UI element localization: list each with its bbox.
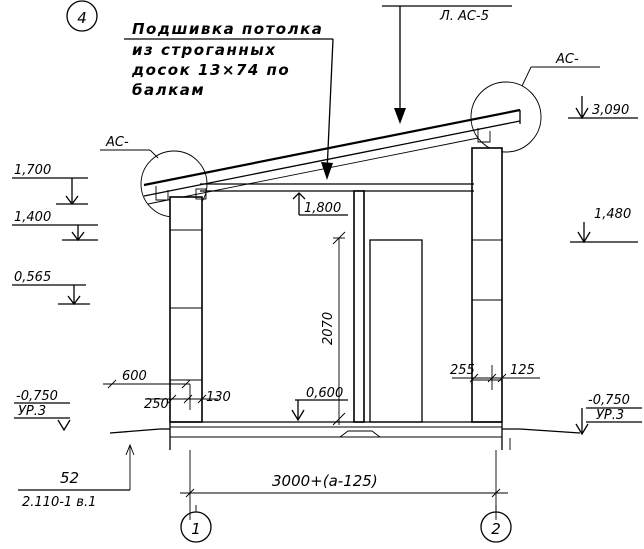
level-minus0750-left: -0,750 УР.3 (14, 389, 71, 432)
ur3-right-label: УР.3 (596, 408, 624, 423)
level-1480-label: 1,480 (594, 207, 631, 222)
note-line-2: из строганных (132, 41, 277, 59)
level-minus0750-left-label: -0,750 (16, 389, 58, 404)
left-wall (169, 188, 207, 423)
floor (109, 421, 581, 450)
level-0600-label: 0,600 (306, 386, 343, 401)
dim-600: 600 (103, 369, 191, 389)
dim-130-label: 130 (206, 390, 231, 405)
level-1700: 1,700 (12, 163, 88, 206)
right-wall (471, 147, 503, 423)
dim-2070: 2070 (321, 231, 346, 426)
level-1800: 1,800 (292, 192, 348, 216)
level-minus0750-right: -0,750 УР.3 (575, 393, 642, 436)
level-0600: 0,600 (291, 386, 348, 422)
note-line-3: досок 13×74 по (131, 61, 290, 79)
sheet-number-marker: 4 (66, 0, 98, 32)
level-1480: 1,480 (570, 207, 638, 244)
callout-right: АС- (470, 52, 600, 153)
level-1800-label: 1,800 (304, 201, 341, 216)
partition (353, 190, 365, 423)
dim-250-130: 250 130 (144, 384, 231, 412)
ceiling-note: Подшивка потолка из строганных досок 13×… (124, 20, 334, 180)
level-minus0750-right-label: -0,750 (588, 393, 630, 408)
top-ref-label: Л. АС-5 (439, 9, 489, 24)
note-line-4: балкам (132, 81, 205, 99)
roof (143, 108, 521, 205)
level-1700-label: 1,700 (14, 163, 51, 178)
level-3090-label: 3,090 (592, 103, 629, 118)
ref-bottom-label: 2.110-1 в.1 (22, 495, 96, 510)
axis-marker-2: 2 (480, 505, 512, 543)
dim-255-label: 255 (450, 363, 475, 378)
ur3-left-label: УР.3 (18, 404, 46, 419)
dim-span: 3000+(а-125) (180, 450, 508, 520)
level-0565-label: 0,565 (14, 270, 51, 285)
ceiling-beam (200, 183, 474, 192)
dim-2070-label: 2070 (321, 312, 336, 345)
axis-2-label: 2 (491, 520, 501, 538)
level-0565: 0,565 (12, 270, 90, 306)
door (369, 239, 423, 423)
axis-marker-1: 1 (180, 505, 212, 543)
level-3090: 3,090 (568, 96, 638, 120)
ref-fraction: 52 2.110-1 в.1 (18, 443, 135, 510)
note-line-1: Подшивка потолка (132, 20, 323, 38)
dim-255-125: 255 125 (450, 363, 540, 390)
top-reference: Л. АС-5 (382, 5, 512, 124)
sheet-number: 4 (77, 9, 87, 27)
callout-left-label: АС- (105, 135, 129, 150)
axis-1-label: 1 (191, 520, 201, 538)
level-1400-label: 1,400 (14, 210, 51, 225)
dim-span-label: 3000+(а-125) (272, 472, 378, 490)
dim-250-label: 250 (144, 397, 169, 412)
dim-600-label: 600 (122, 369, 147, 384)
ref-top-label: 52 (60, 469, 79, 487)
callout-right-label: АС- (555, 52, 579, 67)
level-1400: 1,400 (12, 210, 98, 242)
dim-125-label: 125 (510, 363, 535, 378)
